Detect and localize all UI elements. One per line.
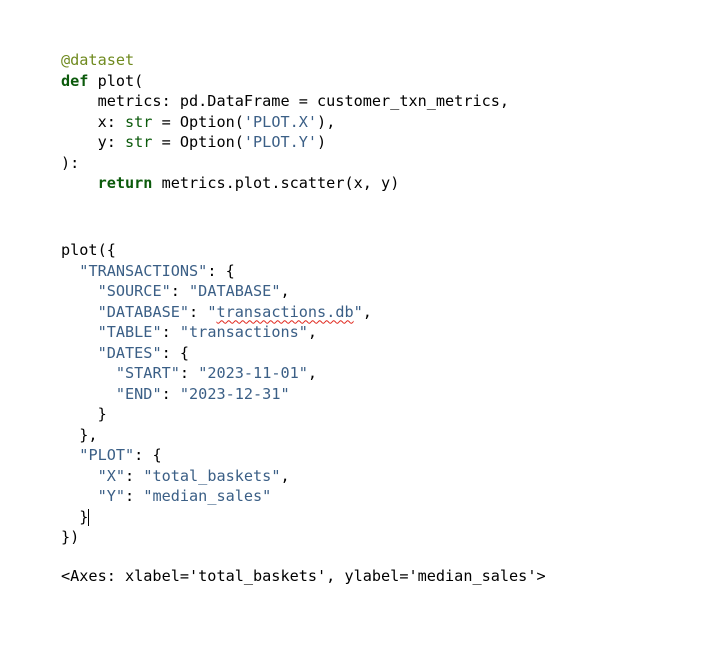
keyword-return: return (97, 174, 153, 192)
punctuation: : { (134, 446, 162, 464)
dict-value: "DATABASE" (189, 282, 281, 300)
punctuation: , (307, 323, 318, 341)
code-line: "TRANSACTIONS": { (61, 261, 372, 282)
code-line: "END": "2023-12-31" (61, 384, 372, 405)
dict-key: "X" (97, 466, 126, 485)
dict-key: "START" (115, 364, 180, 382)
dict-key: "Y" (97, 487, 126, 505)
punctuation: , (362, 302, 372, 321)
code-line: "START": "2023-11-01", (61, 363, 372, 384)
dict-key: "PLOT" (79, 446, 135, 464)
punctuation: : (125, 466, 144, 485)
return-expression: metrics.plot.scatter(x, y) (152, 174, 400, 192)
punctuation: : (125, 487, 144, 505)
indent (61, 385, 116, 403)
output-text: <Axes: xlabel='total_baskets', ylabel='m… (61, 567, 546, 585)
dict-key: "SOURCE" (97, 282, 171, 300)
keyword-def: def (61, 71, 89, 90)
indent (61, 323, 98, 341)
code-line: return metrics.plot.scatter(x, y) (61, 173, 509, 194)
closing-brace: } (61, 405, 107, 423)
dict-key: "DATES" (97, 343, 162, 362)
punctuation: , (280, 282, 290, 300)
code-line: plot({ (61, 240, 372, 261)
code-line: ): (61, 153, 509, 174)
option-call: = Option( (152, 112, 244, 131)
option-call: = Option( (152, 133, 244, 151)
code-line: def plot( (61, 71, 509, 92)
code-line: metrics: pd.DataFrame = customer_txn_met… (61, 91, 509, 112)
dict-key: "TRANSACTIONS" (79, 261, 208, 280)
code-line: }, (61, 425, 372, 446)
indent (61, 303, 98, 321)
punctuation: : (179, 364, 199, 382)
signature-close: ): (61, 153, 80, 172)
punctuation: : (189, 302, 208, 321)
indent (61, 174, 98, 192)
punctuation: : { (207, 261, 235, 280)
code-line: } (61, 404, 372, 425)
indent (61, 344, 98, 362)
indent (61, 467, 98, 485)
dict-value: "2023-12-31" (179, 384, 290, 403)
dict-value: "transactions" (179, 323, 308, 341)
code-line: "X": "total_baskets", (61, 466, 372, 487)
call-open: plot({ (61, 241, 116, 259)
dict-key: "END" (115, 384, 162, 403)
closing-brace: }, (61, 425, 98, 444)
quote: " (353, 302, 363, 321)
punctuation: , (280, 466, 290, 485)
code-line: "Y": "median_sales" (61, 486, 372, 507)
cell-output: <Axes: xlabel='total_baskets', ylabel='m… (61, 566, 546, 587)
function-definition-code[interactable]: @dataset def plot( metrics: pd.DataFrame… (61, 50, 509, 194)
code-line: "DATES": { (61, 343, 372, 364)
type-str: str (125, 133, 153, 151)
code-line: "SOURCE": "DATABASE", (61, 281, 372, 302)
plot-call-code[interactable]: plot({ "TRANSACTIONS": { "SOURCE": "DATA… (61, 240, 372, 548)
code-line: }) (61, 527, 372, 548)
dict-key: "DATABASE" (97, 302, 190, 321)
punctuation: ) (317, 133, 327, 151)
dict-value: "median_sales" (143, 487, 272, 505)
function-signature: plot( (88, 71, 144, 90)
punctuation: : (161, 384, 180, 403)
quote: " (207, 302, 217, 321)
call-close: }) (61, 528, 80, 546)
punctuation: : { (161, 343, 190, 362)
text-cursor (88, 508, 90, 526)
punctuation: : (161, 323, 180, 341)
punctuation: ), (317, 112, 336, 131)
punctuation: , (307, 364, 318, 382)
closing-brace: } (61, 507, 89, 526)
decorator: @dataset (61, 51, 135, 69)
code-line: "PLOT": { (61, 445, 372, 466)
param-x-name: x: (61, 112, 126, 131)
string-literal: 'PLOT.X' (243, 112, 318, 131)
indent (61, 364, 116, 382)
code-line: y: str = Option('PLOT.Y') (61, 132, 509, 153)
indent (61, 446, 79, 464)
string-literal: 'PLOT.Y' (243, 133, 318, 151)
spellcheck-flagged-value[interactable]: transactions.db (216, 302, 354, 321)
type-str: str (125, 112, 153, 131)
code-line: } (61, 507, 372, 528)
indent (61, 262, 79, 280)
code-line: @dataset (61, 50, 509, 71)
dict-key: "TABLE" (97, 323, 162, 341)
dict-value: "2023-11-01" (198, 364, 308, 382)
indent (61, 487, 98, 505)
punctuation: : (170, 282, 190, 300)
code-line: "DATABASE": "transactions.db", (61, 302, 372, 323)
dict-value: "total_baskets" (143, 466, 281, 485)
param-metrics: metrics: pd.DataFrame = customer_txn_met… (61, 92, 510, 110)
code-line: "TABLE": "transactions", (61, 322, 372, 343)
param-y-name: y: (61, 133, 126, 151)
code-line: x: str = Option('PLOT.X'), (61, 112, 509, 133)
indent (61, 282, 98, 300)
